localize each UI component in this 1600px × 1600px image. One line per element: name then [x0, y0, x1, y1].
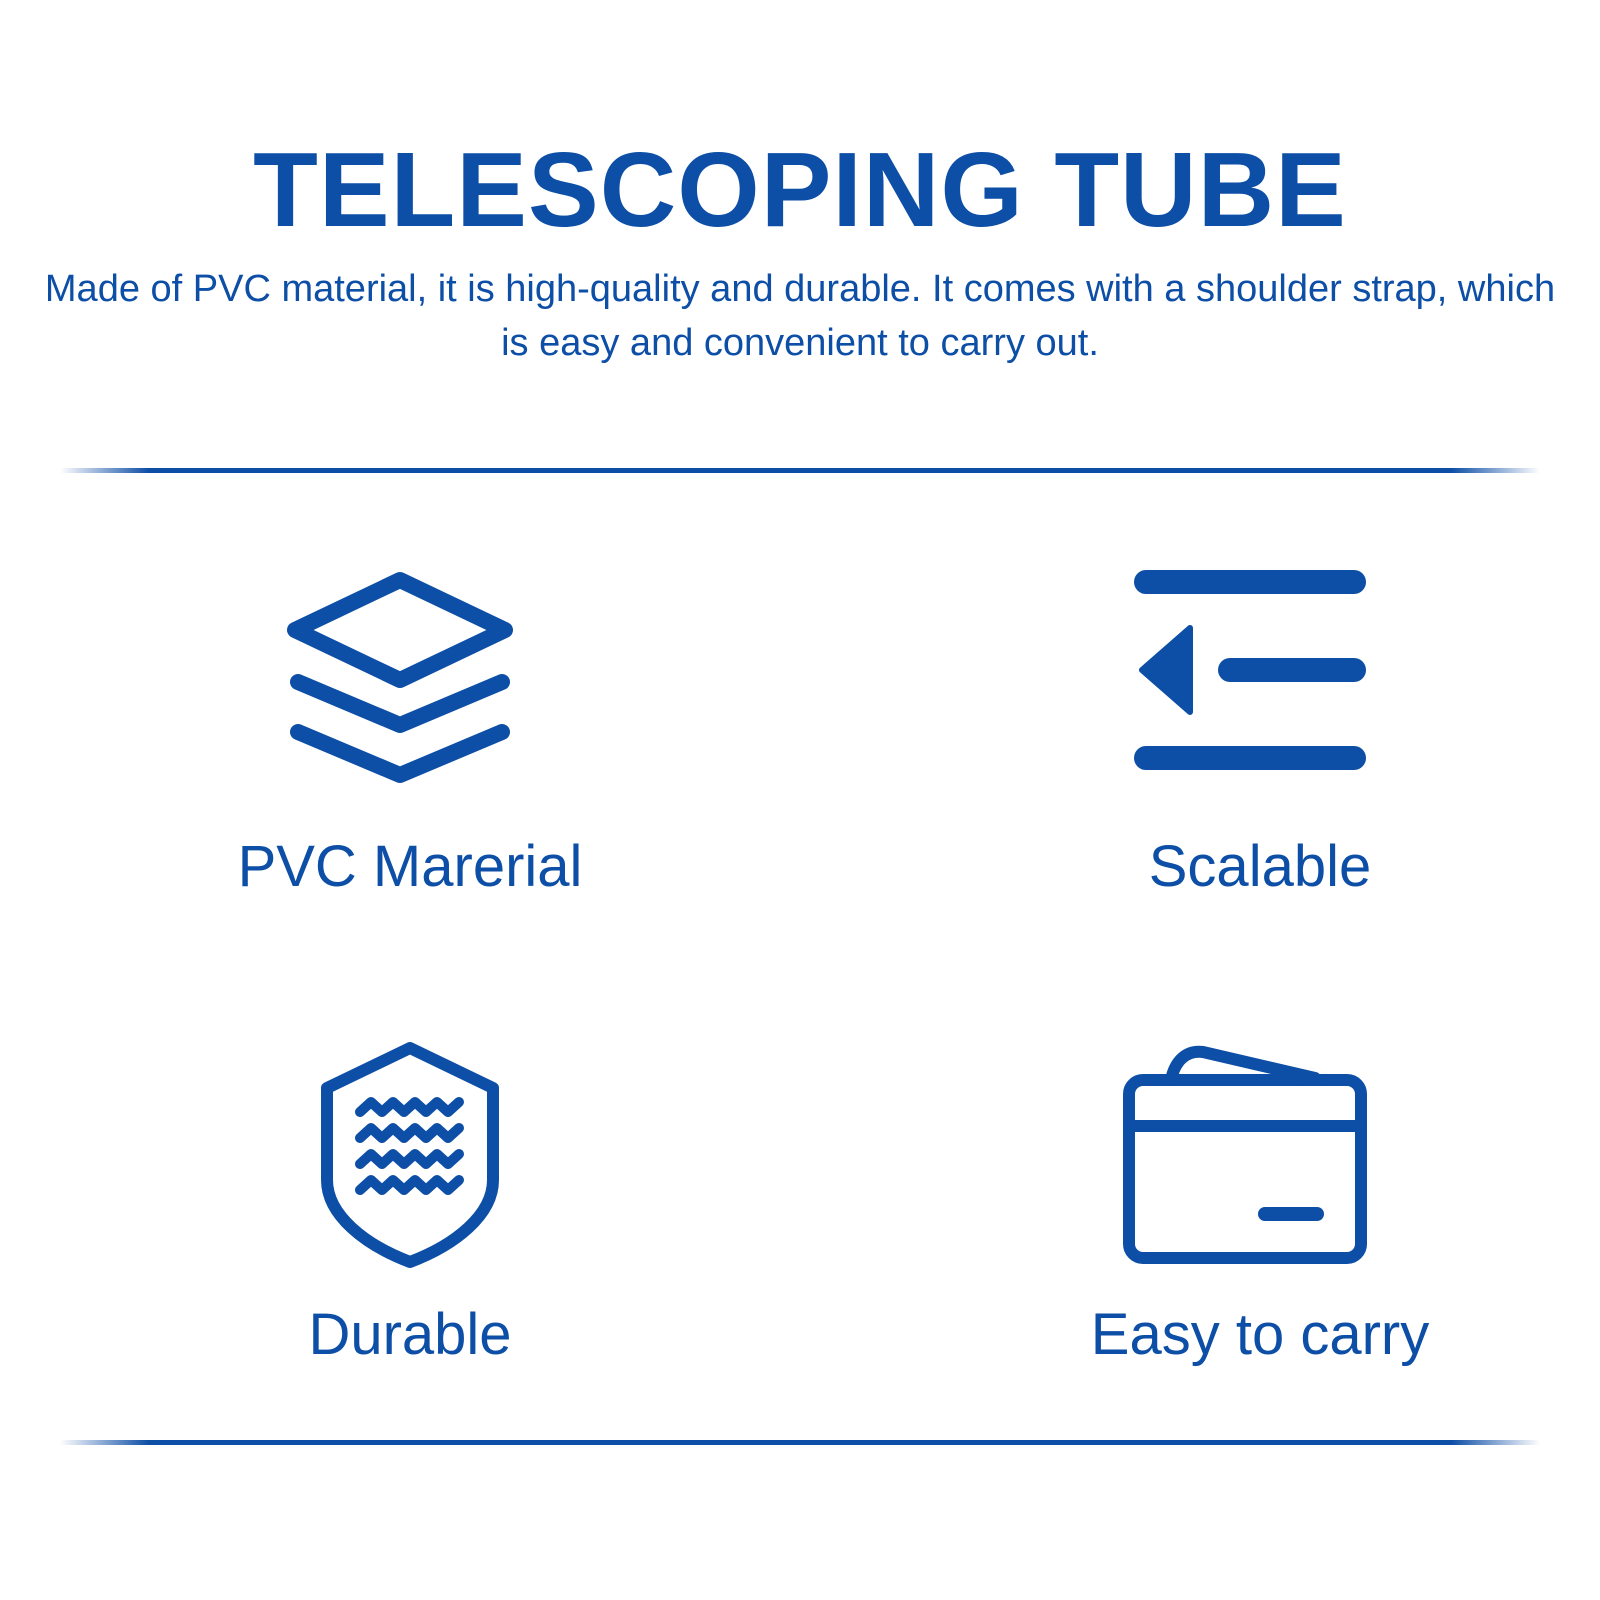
layers-icon	[287, 572, 513, 783]
divider-bottom	[60, 1440, 1540, 1445]
collapse-menu-icon	[1134, 570, 1366, 770]
feature-scalable: Scalable	[980, 570, 1540, 910]
wallet-icon	[1123, 1045, 1367, 1264]
page-subtitle: Made of PVC material, it is high-quality…	[44, 268, 1556, 364]
page-title: TELESCOPING TUBE	[253, 131, 1347, 249]
feature-pvc-material: PVC Marerial	[130, 570, 690, 910]
feature-easy-to-carry: Easy to carry	[980, 1040, 1540, 1380]
feature-durable: Durable	[130, 1040, 690, 1380]
divider-top	[60, 468, 1540, 473]
waterproof-shield-icon	[321, 1042, 499, 1268]
feature-label: Easy to carry	[1090, 1302, 1430, 1367]
feature-label: Scalable	[1148, 834, 1372, 899]
feature-label: Durable	[308, 1302, 512, 1367]
feature-label: PVC Marerial	[237, 834, 583, 899]
